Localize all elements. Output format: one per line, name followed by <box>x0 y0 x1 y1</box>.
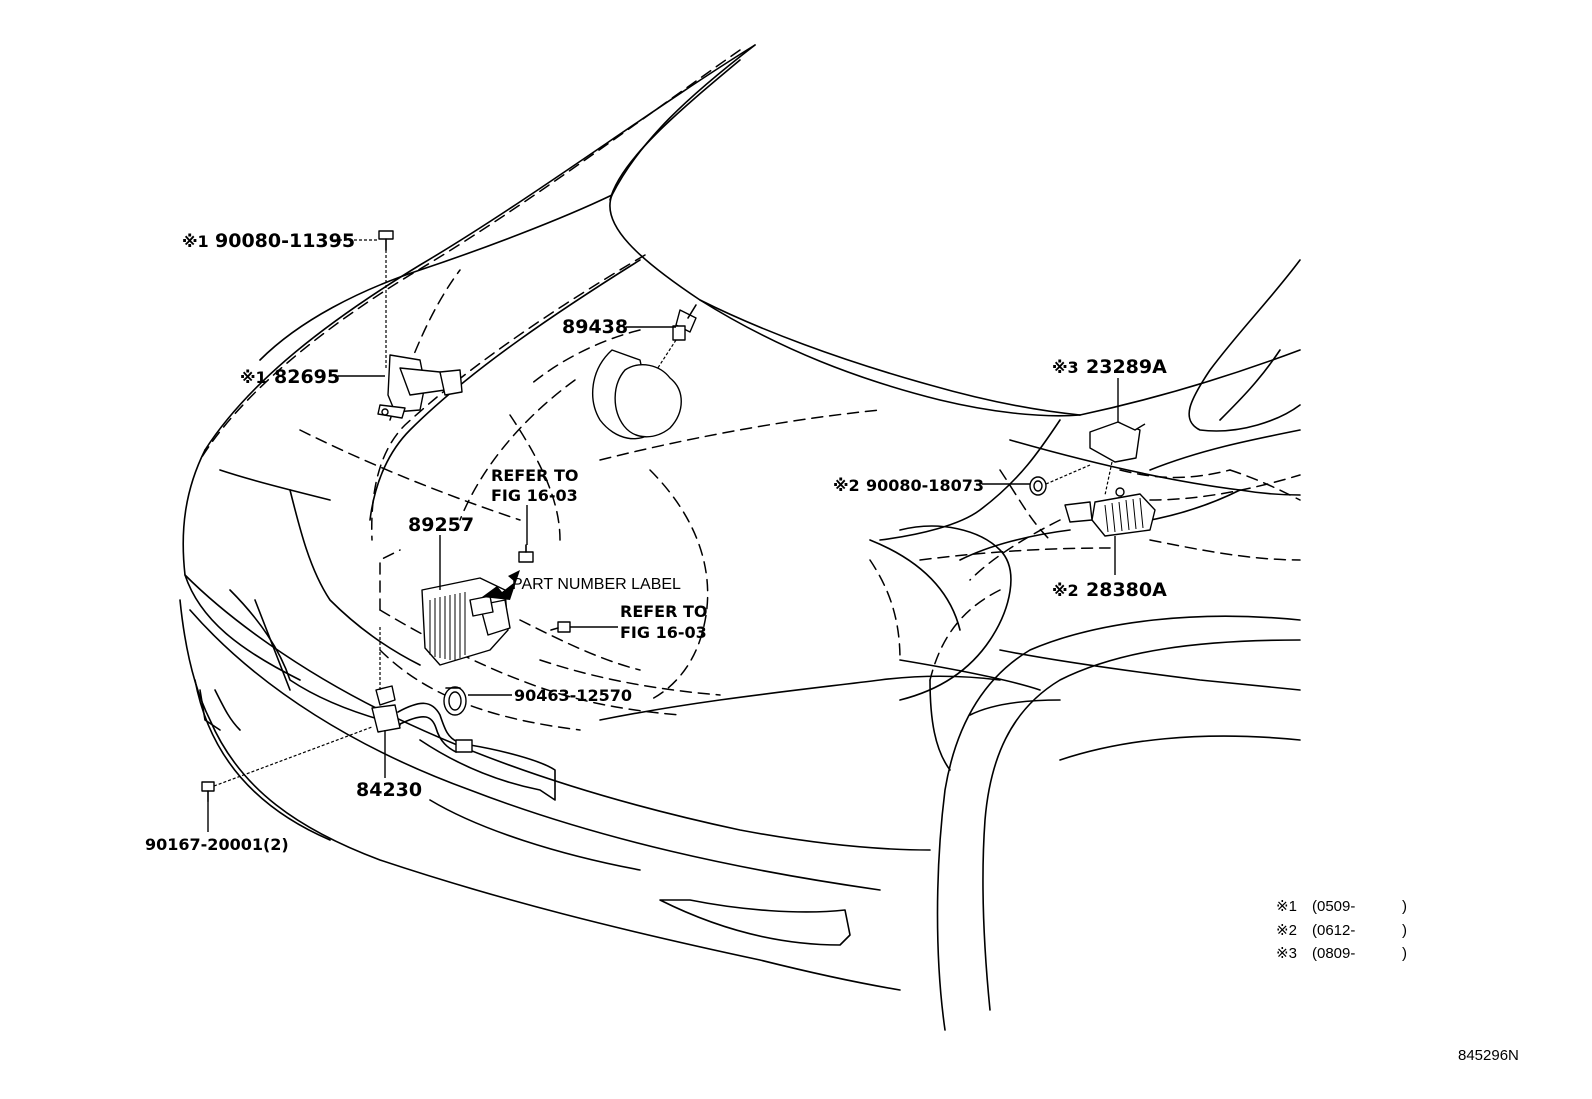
part-number-90167-20001: 90167-20001(2) <box>145 835 289 854</box>
legend-marker: ※3 <box>1276 945 1297 962</box>
marker-1: ※1 <box>182 232 209 251</box>
legend-row: ※3 (0809- ) <box>1276 945 1407 962</box>
part-number-90463-12570: 90463-12570 <box>514 686 632 705</box>
legend-range: (0809- <box>1312 945 1355 962</box>
refer-fig-text: FIG 16-03 <box>620 623 707 642</box>
part-number-89438: 89438 <box>562 316 628 338</box>
callout-part-label: PART NUMBER LABEL <box>512 576 681 593</box>
screw-90167-20001 <box>201 726 373 802</box>
callout-23289A: ※3 23289A <box>1052 356 1167 378</box>
clamp-90463-12570 <box>443 686 467 716</box>
refer-to-text: REFER TO <box>491 466 579 485</box>
legend-row: ※2 (0612- ) <box>1276 922 1407 939</box>
part-number-90080-11395: 90080-11395 <box>215 230 355 252</box>
ecu-89257 <box>421 577 511 666</box>
leader-lines <box>207 239 1119 832</box>
callout-90463-12570: 90463-12570 <box>514 686 632 705</box>
figure-number: 845296N <box>1458 1047 1519 1064</box>
legend-marker: ※1 <box>1276 898 1297 915</box>
legend-marker: ※2 <box>1276 922 1297 939</box>
horn-84230 <box>371 625 473 753</box>
bracket-23289A <box>1089 421 1146 496</box>
callout-28380A: ※2 28380A <box>1052 579 1167 601</box>
nut-90080-18073 <box>1029 464 1091 496</box>
refer-fig-text: FIG 16-03 <box>491 486 578 505</box>
callout-82695: ※1 82695 <box>240 366 340 388</box>
part-number-label-text: PART NUMBER LABEL <box>512 576 681 593</box>
part-number-90080-18073: 90080-18073 <box>866 476 984 495</box>
marker-3: ※3 <box>1052 358 1079 377</box>
callout-90080-11395: ※1 90080-11395 <box>182 230 355 252</box>
screw-lower <box>550 621 571 633</box>
filter-28380A <box>1064 487 1156 537</box>
car-body-outline <box>179 44 1301 1031</box>
sensor-82695 <box>377 354 463 419</box>
callout-refer-upper: REFER TO FIG 16-03 <box>491 466 579 505</box>
legend-close: ) <box>1402 922 1407 939</box>
callout-89438: 89438 <box>562 316 628 338</box>
legend-row: ※1 (0509- ) <box>1276 898 1407 915</box>
legend-range: (0612- <box>1312 922 1355 939</box>
bolt-90080-11395 <box>378 230 394 370</box>
callout-89257: 89257 <box>408 514 474 536</box>
marker-2: ※2 <box>833 476 860 495</box>
refer-to-text: REFER TO <box>620 602 708 621</box>
callout-refer-lower: REFER TO FIG 16-03 <box>620 602 708 642</box>
legend-range: (0509- <box>1312 898 1355 915</box>
sensor-89438 <box>592 304 697 440</box>
part-number-28380A: 28380A <box>1086 579 1167 601</box>
arrow-part-label <box>482 570 520 600</box>
marker-2: ※2 <box>1052 581 1079 600</box>
callout-90167-20001: 90167-20001(2) <box>145 835 289 854</box>
part-number-84230: 84230 <box>356 779 422 801</box>
legend-close: ) <box>1402 898 1407 915</box>
legend: ※1 (0509- ) ※2 (0612- ) ※3 (0809- ) <box>1276 898 1407 962</box>
callout-90080-18073: ※2 90080-18073 <box>833 476 984 495</box>
part-number-82695: 82695 <box>274 366 340 388</box>
legend-close: ) <box>1402 945 1407 962</box>
screw-upper <box>518 544 534 563</box>
part-number-23289A: 23289A <box>1086 356 1167 378</box>
part-number-89257: 89257 <box>408 514 474 536</box>
callout-84230: 84230 <box>356 779 422 801</box>
marker-1: ※1 <box>240 368 267 387</box>
